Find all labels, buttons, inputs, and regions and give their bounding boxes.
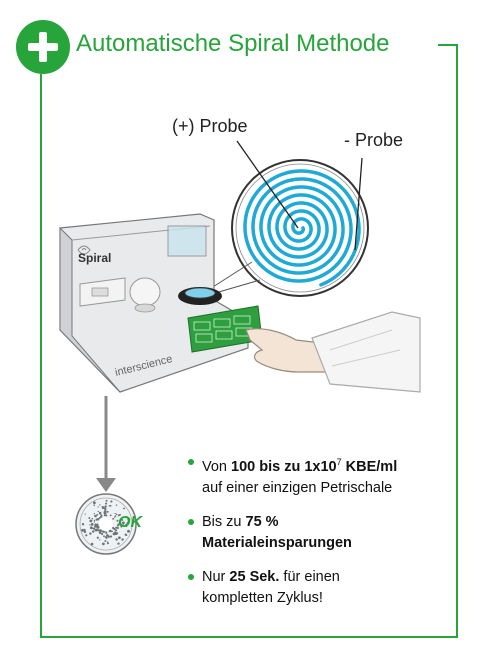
spiral-dish-icon: [231, 159, 369, 297]
list-item: Nur 25 Sek. für einen kompletten Zyklus!: [188, 567, 448, 609]
bullet-icon: [188, 573, 194, 580]
frame-right: [456, 44, 458, 638]
list-item: Von 100 bis zu 1x107 KBE/ml auf einer ei…: [188, 452, 448, 499]
plus-probe-label: (+) Probe: [172, 116, 248, 136]
spiral-plater-device: [59, 213, 263, 393]
minus-probe-line: [354, 157, 363, 251]
page-title: Automatische Spiral Methode: [76, 30, 390, 57]
frame-bottom: [40, 636, 458, 638]
down-arrow-head: [96, 478, 116, 492]
device-brand: Spiral: [78, 251, 111, 265]
list-item: Bis zu 75 % Materialeinsparungen: [188, 512, 448, 554]
hand-pointing: [245, 311, 421, 393]
bullet-icon: [188, 518, 194, 525]
frame-left: [40, 74, 42, 638]
feature-list: Von 100 bis zu 1x107 KBE/ml auf einer ei…: [188, 452, 448, 622]
bullet-icon: [188, 459, 194, 465]
plus-icon: [16, 20, 70, 74]
ok-label: OK: [118, 514, 142, 531]
plus-probe-line: [236, 140, 299, 229]
frame-top: [438, 44, 458, 46]
minus-probe-label: - Probe: [344, 130, 404, 150]
result-dish-icon: [75, 493, 137, 555]
